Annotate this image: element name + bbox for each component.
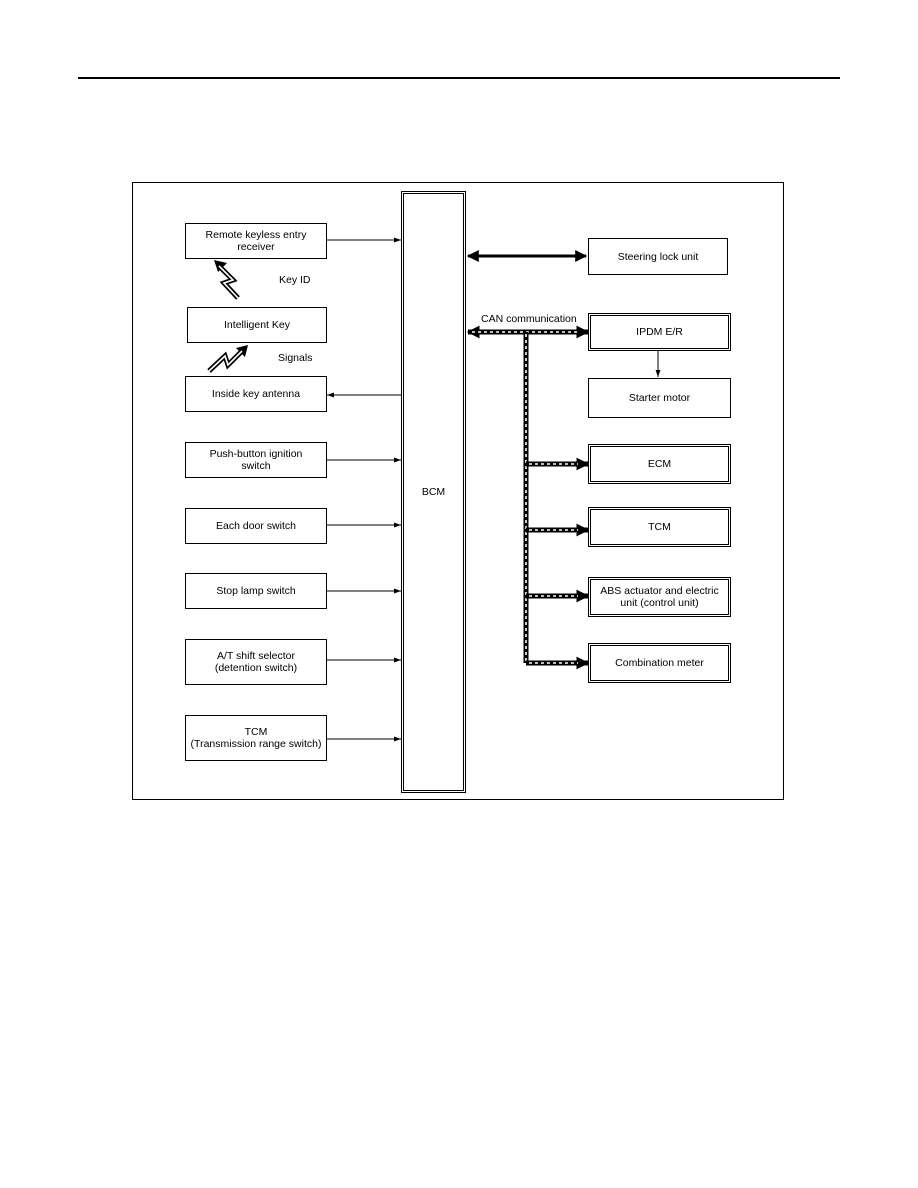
box-ecm: ECM bbox=[588, 444, 731, 484]
bcm-block bbox=[401, 191, 466, 793]
box-tcm: TCM bbox=[588, 507, 731, 547]
box-abs-actuator: ABS actuator and electric unit (control … bbox=[588, 577, 731, 617]
box-at-shift-selector: A/T shift selector (detention switch) bbox=[185, 639, 327, 685]
diagram-frame bbox=[132, 182, 784, 800]
box-each-door-switch: Each door switch bbox=[185, 508, 327, 544]
header-rule bbox=[78, 77, 840, 79]
key-id-label: Key ID bbox=[279, 274, 311, 286]
box-inside-key-antenna: Inside key antenna bbox=[185, 376, 327, 412]
box-push-button-ignition-switch: Push-button ignition switch bbox=[185, 442, 327, 478]
box-tcm-transmission-range-switch: TCM (Transmission range switch) bbox=[185, 715, 327, 761]
box-ipdm-er: IPDM E/R bbox=[588, 313, 731, 351]
signals-wireless-icon bbox=[207, 345, 248, 373]
bcm-label: BCM bbox=[421, 486, 446, 498]
box-steering-lock-unit: Steering lock unit bbox=[588, 238, 728, 275]
signals-label: Signals bbox=[278, 352, 313, 364]
key-id-wireless-icon bbox=[214, 260, 240, 300]
box-intelligent-key: Intelligent Key bbox=[187, 307, 327, 343]
box-starter-motor: Starter motor bbox=[588, 378, 731, 418]
can-bus bbox=[466, 325, 590, 670]
box-combination-meter: Combination meter bbox=[588, 643, 731, 683]
box-remote-keyless-entry-receiver: Remote keyless entry receiver bbox=[185, 223, 327, 259]
box-stop-lamp-switch: Stop lamp switch bbox=[185, 573, 327, 609]
can-communication-label: CAN communication bbox=[481, 313, 577, 325]
